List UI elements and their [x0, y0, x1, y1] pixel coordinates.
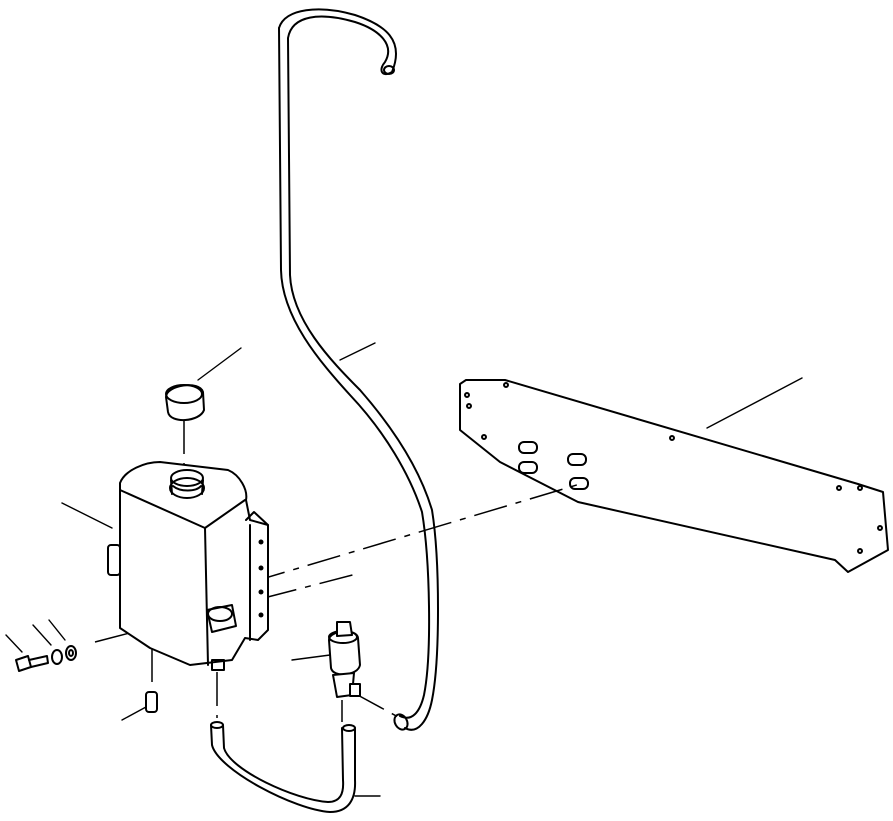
plate-holes: [464, 382, 883, 554]
bolt: [15, 655, 49, 672]
leader-lines: [5, 342, 803, 797]
upper-hose: [278, 8, 439, 731]
plate-slots: [518, 441, 589, 490]
cap: [165, 384, 205, 421]
pump: [328, 621, 361, 698]
mounting-plate: [459, 379, 889, 573]
tank-neck: [169, 469, 205, 499]
lock-washer: [51, 649, 63, 665]
pump-socket: [206, 604, 237, 633]
lower-hose: [210, 721, 357, 813]
bracket-holes: [258, 539, 264, 618]
washer-tank: [107, 461, 269, 671]
pin: [145, 691, 158, 713]
flat-washer: [65, 645, 77, 661]
